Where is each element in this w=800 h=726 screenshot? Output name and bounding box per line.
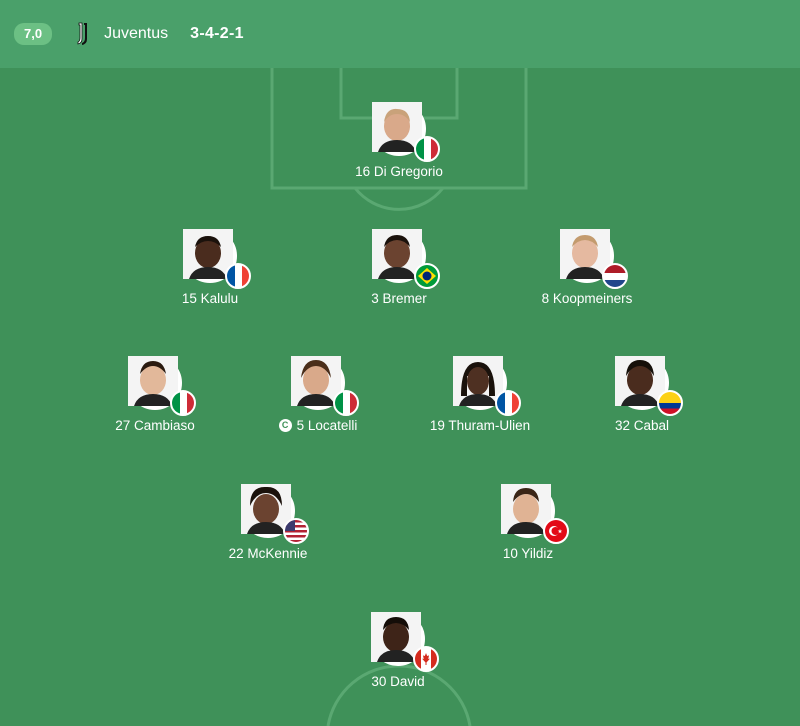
player-card[interactable]: 19 Thuram-Ulien <box>400 356 560 435</box>
player-avatar <box>453 356 507 410</box>
lineup-header: 7,0 Juventus 3-4-2-1 <box>0 0 800 68</box>
player-card[interactable]: 8 Koopmeiners <box>507 229 667 308</box>
player-card[interactable]: 27 Cambiaso <box>75 356 235 435</box>
pitch: 16 Di Gregorio 15 Kalulu 3 Bremer <box>0 68 800 726</box>
player-avatar <box>372 102 426 156</box>
player-name: 16 Di Gregorio <box>355 164 443 179</box>
italy-flag-icon <box>414 136 440 162</box>
brazil-flag-icon <box>414 263 440 289</box>
team-name[interactable]: Juventus <box>104 25 169 42</box>
player-avatar <box>291 356 345 410</box>
captain-icon: C <box>278 419 292 432</box>
player-card[interactable]: 3 Bremer <box>319 229 479 308</box>
formation-label: 3-4-2-1 <box>190 25 244 42</box>
player-name: 15 Kalulu <box>181 291 239 306</box>
player-avatar <box>615 356 669 410</box>
player-name: 27 Cambiaso <box>115 418 195 433</box>
usa-flag-icon <box>283 518 309 544</box>
player-avatar <box>560 229 614 283</box>
player-name: 3 Bremer <box>371 291 427 306</box>
player-card[interactable]: 10 Yildiz <box>448 484 608 563</box>
player-avatar <box>501 484 555 538</box>
juventus-logo-icon <box>72 21 94 47</box>
player-name: 22 McKennie <box>228 546 308 561</box>
team-rating-badge: 7,0 <box>14 23 53 45</box>
netherlands-flag-icon <box>602 263 628 289</box>
canada-flag-icon <box>413 646 439 672</box>
player-name: 10 Yildiz <box>502 546 554 561</box>
player-name: 8 Koopmeiners <box>541 291 633 306</box>
colombia-flag-icon <box>657 390 683 416</box>
player-name: 19 Thuram-Ulien <box>429 418 531 433</box>
player-card[interactable]: 15 Kalulu <box>130 229 290 308</box>
france-flag-icon <box>495 390 521 416</box>
player-name: 30 David <box>371 674 425 689</box>
player-card[interactable]: 32 Cabal <box>562 356 722 435</box>
player-card[interactable]: 30 David <box>318 612 478 691</box>
player-card[interactable]: 16 Di Gregorio <box>319 102 479 181</box>
player-card[interactable]: 22 McKennie <box>188 484 348 563</box>
italy-flag-icon <box>333 390 359 416</box>
player-name: 32 Cabal <box>614 418 670 433</box>
france-flag-icon <box>225 263 251 289</box>
italy-flag-icon <box>170 390 196 416</box>
turkey-flag-icon <box>543 518 569 544</box>
pitch-markings <box>270 68 528 726</box>
